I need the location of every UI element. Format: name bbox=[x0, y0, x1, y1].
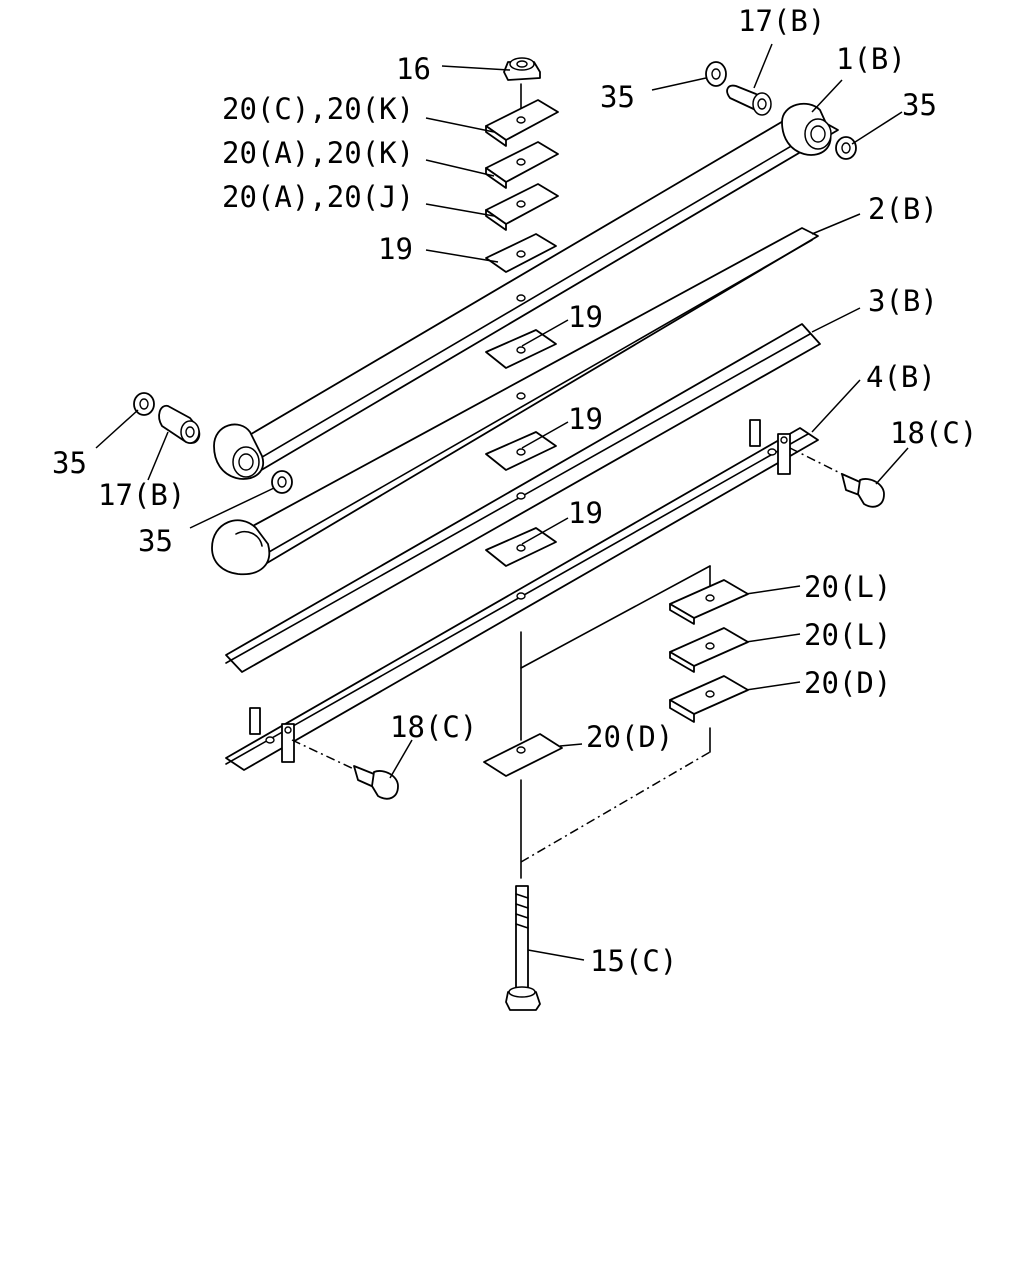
callout-leaf-3: 3(B) bbox=[868, 284, 938, 318]
callout-pad-1-2: 19 bbox=[568, 300, 603, 334]
clip-bolt-18c-left bbox=[291, 739, 399, 800]
leader-lines bbox=[95, 43, 909, 961]
callout-bushing-top: 17(B) bbox=[738, 4, 825, 38]
callout-leaf-1: 1(B) bbox=[836, 42, 906, 76]
shim-stack-top bbox=[485, 99, 559, 231]
callout-washer-top-right: 35 bbox=[902, 88, 937, 122]
callout-shim-bottom-3: 20(D) bbox=[804, 666, 891, 700]
pad-19-top bbox=[485, 233, 557, 273]
callout-leaf-2: 2(B) bbox=[868, 192, 938, 226]
washer-35-left-outer bbox=[133, 392, 155, 416]
callout-washer-left-outer: 35 bbox=[52, 446, 87, 480]
callout-leaf-4: 4(B) bbox=[866, 360, 936, 394]
center-bolt-15c bbox=[505, 631, 541, 1011]
callout-shim-bottom-1: 20(L) bbox=[804, 570, 891, 604]
callout-pad-2-3: 19 bbox=[568, 402, 603, 436]
callout-clip-bolt-right: 18(C) bbox=[890, 416, 977, 450]
washer-35-left-inner bbox=[271, 470, 293, 494]
leaf-3 bbox=[225, 323, 821, 673]
shim-bottom-center bbox=[483, 733, 563, 777]
callout-bushing-left: 17(B) bbox=[98, 478, 185, 512]
callout-shim-top-2: 20(A),20(K) bbox=[222, 136, 414, 170]
assembly-guide-lines bbox=[520, 565, 711, 863]
callout-center-bolt: 15(C) bbox=[590, 944, 677, 978]
callout-shim-top-1: 20(C),20(K) bbox=[222, 92, 414, 126]
callout-shim-bottom-2: 20(L) bbox=[804, 618, 891, 652]
shim-stack-bottom-right bbox=[669, 565, 749, 753]
bushing-17b-left bbox=[158, 404, 201, 444]
leaf-2 bbox=[211, 227, 819, 576]
callout-clip-bolt-left: 18(C) bbox=[390, 710, 477, 744]
pad-19-2 bbox=[485, 431, 557, 471]
callout-shim-bottom-center: 20(D) bbox=[586, 720, 673, 754]
callout-washer-top-left: 35 bbox=[600, 80, 635, 114]
pad-19-3 bbox=[485, 527, 557, 567]
callout-shim-top-3: 20(A),20(J) bbox=[222, 180, 414, 214]
leaf-4 bbox=[225, 419, 819, 771]
nut-16 bbox=[503, 57, 541, 119]
washer-35-top-left bbox=[705, 61, 727, 87]
clip-bolt-18c-right bbox=[789, 447, 885, 508]
callout-pad-top: 19 bbox=[378, 232, 413, 266]
bushing-17b-top bbox=[726, 84, 772, 116]
leaf-1 bbox=[213, 102, 839, 480]
callout-washer-left-inner: 35 bbox=[138, 524, 173, 558]
callout-pad-3-4: 19 bbox=[568, 496, 603, 530]
pad-19-1 bbox=[485, 329, 557, 369]
callout-labels: 16 20(C),20(K) 20(A),20(K) 20(A),20(J) 1… bbox=[52, 4, 977, 978]
washer-35-top-right bbox=[835, 136, 857, 160]
callout-nut: 16 bbox=[396, 52, 431, 86]
